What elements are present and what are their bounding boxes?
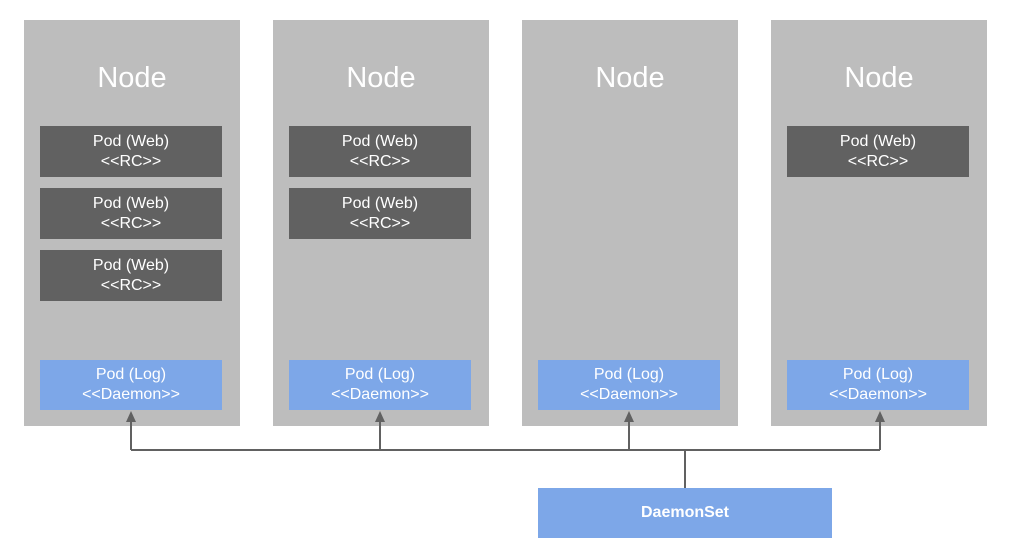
pod-controller: <<RC>> (100, 214, 162, 232)
pod-name: Pod (Web) (92, 132, 170, 150)
node-2: Node Pod (Web) <<RC>> Pod (Web) <<RC>> P… (273, 20, 489, 426)
pod-controller: <<RC>> (100, 276, 162, 294)
pod-controller: <<RC>> (349, 214, 411, 232)
daemonset-box: DaemonSet (538, 488, 832, 538)
pod-controller: <<Daemon>> (829, 386, 927, 403)
web-pod-rc: Pod (Web) <<RC>> (40, 188, 222, 239)
pod-name: Pod (Web) (92, 256, 170, 274)
log-pod-daemon: Pod (Log) <<Daemon>> (538, 360, 720, 410)
node-title: Node (844, 62, 914, 94)
web-pod-rc: Pod (Web) <<RC>> (40, 250, 222, 301)
pod-name: Pod (Log) (344, 366, 416, 383)
node-1: Node Pod (Web) <<RC>> Pod (Web) <<RC>> P… (24, 20, 240, 426)
pod-name: Pod (Web) (839, 132, 917, 150)
node-3: Node Pod (Log) <<Daemon>> (522, 20, 738, 426)
pod-name: Pod (Log) (842, 366, 914, 383)
node-title: Node (97, 62, 167, 94)
pod-name: Pod (Web) (341, 132, 419, 150)
web-pod-rc: Pod (Web) <<RC>> (289, 188, 471, 239)
pod-controller: <<Daemon>> (331, 386, 429, 403)
pod-name: Pod (Log) (95, 366, 167, 383)
node-title: Node (595, 62, 665, 94)
pod-name: Pod (Web) (341, 194, 419, 212)
pod-controller: <<RC>> (100, 152, 162, 170)
log-pod-daemon: Pod (Log) <<Daemon>> (40, 360, 222, 410)
pod-controller: <<RC>> (847, 152, 909, 170)
pod-name: Pod (Log) (593, 366, 665, 383)
web-pod-rc: Pod (Web) <<RC>> (289, 126, 471, 177)
pod-controller: <<Daemon>> (82, 386, 180, 403)
daemonset-label: DaemonSet (640, 504, 730, 521)
web-pod-rc: Pod (Web) <<RC>> (40, 126, 222, 177)
pod-controller: <<RC>> (349, 152, 411, 170)
log-pod-daemon: Pod (Log) <<Daemon>> (787, 360, 969, 410)
node-4: Node Pod (Web) <<RC>> Pod (Log) <<Daemon… (771, 20, 987, 426)
log-pod-daemon: Pod (Log) <<Daemon>> (289, 360, 471, 410)
pod-controller: <<Daemon>> (580, 386, 678, 403)
web-pod-rc: Pod (Web) <<RC>> (787, 126, 969, 177)
node-title: Node (346, 62, 416, 94)
pod-name: Pod (Web) (92, 194, 170, 212)
